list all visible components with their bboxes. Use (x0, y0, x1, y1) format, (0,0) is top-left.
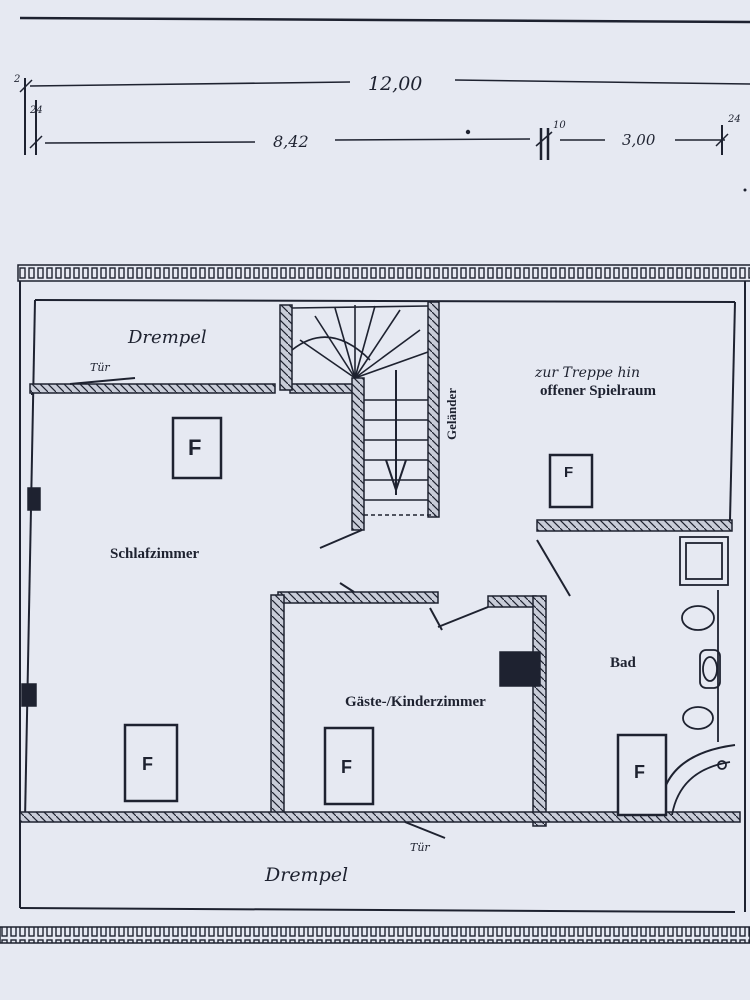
wall-drempel-top-mid (289, 383, 361, 394)
wall-knee-bottom (19, 811, 741, 823)
window-bedroom-top (171, 416, 223, 480)
door-bedroom (319, 529, 363, 549)
washbasin (681, 605, 715, 631)
dim-small-24: 24 (29, 105, 43, 116)
label-drempel-top: Drempel (127, 327, 207, 348)
roof-windows (123, 416, 668, 817)
label-open-play-area: offener Spielraum (540, 383, 656, 399)
window-bedroom-bottom (123, 723, 179, 803)
dim-line-total-right (454, 79, 750, 85)
dim-line-842-right (334, 138, 531, 141)
toilet (699, 649, 721, 689)
label-bedroom: Schlafzimmer (110, 546, 199, 562)
dim-right-segment: 3,00 (622, 131, 656, 149)
wall-stair-left-upper (279, 304, 293, 391)
door-bath (536, 539, 571, 597)
outer-line-bottom (19, 907, 736, 913)
window-mark-1: F (188, 435, 201, 460)
dim-small-10: 10 (553, 120, 566, 131)
bathtub-corner (659, 744, 736, 816)
chimney-left-upper (27, 487, 41, 511)
window-mark-5: F (634, 762, 645, 782)
label-guest-kids-room: Gäste-/Kinderzimmer (345, 694, 486, 710)
label-railing: Geländer (444, 388, 459, 440)
dim-small-24-right: 24 (727, 114, 741, 125)
label-door-bottom: Tür (410, 841, 430, 854)
label-bathroom: Bad (610, 655, 637, 671)
window-bathroom (616, 733, 668, 817)
window-mark-2: F (564, 464, 573, 481)
label-to-stairs: zur Treppe hin (534, 365, 640, 381)
interior-walls (19, 301, 741, 827)
wall-bath-top (536, 519, 733, 532)
dim-small-2: 2 (13, 74, 20, 85)
window-play-area (548, 453, 594, 509)
doors (69, 377, 571, 839)
label-door-top: Tür (90, 361, 110, 374)
shower-tray (679, 536, 729, 586)
dim-left-segment: 8,42 (273, 132, 309, 151)
staircase (291, 305, 435, 516)
door-drempel-bottom (404, 821, 446, 839)
window-mark-4: F (341, 757, 352, 777)
wall-guest-right (532, 595, 547, 827)
wall-guest-top-left (277, 591, 439, 604)
wall-stair-left-lower (351, 377, 365, 531)
window-mark-3: F (142, 754, 153, 774)
wall-stair-right (427, 301, 440, 518)
sheet-top-line (19, 16, 750, 24)
dim-line-842-left (44, 141, 256, 144)
label-drempel-bottom: Drempel (264, 864, 348, 886)
roof-edge-top (17, 264, 750, 282)
dimension-chain (19, 16, 750, 192)
door-guest (437, 606, 489, 628)
bidet (682, 706, 714, 730)
window-guest-room (323, 726, 375, 806)
bathroom-fixtures (659, 536, 736, 816)
roof-edge-bottom (0, 926, 750, 944)
wall-guest-top-right (487, 595, 537, 608)
dim-total-width: 12,00 (368, 73, 422, 95)
dim-line-total-left (29, 81, 351, 87)
door-drempel-top (69, 377, 136, 385)
chimney-block (499, 651, 541, 687)
wall-drempel-top-left (29, 383, 276, 394)
wall-guest-left (270, 594, 285, 816)
chimney-left-lower (21, 683, 37, 707)
